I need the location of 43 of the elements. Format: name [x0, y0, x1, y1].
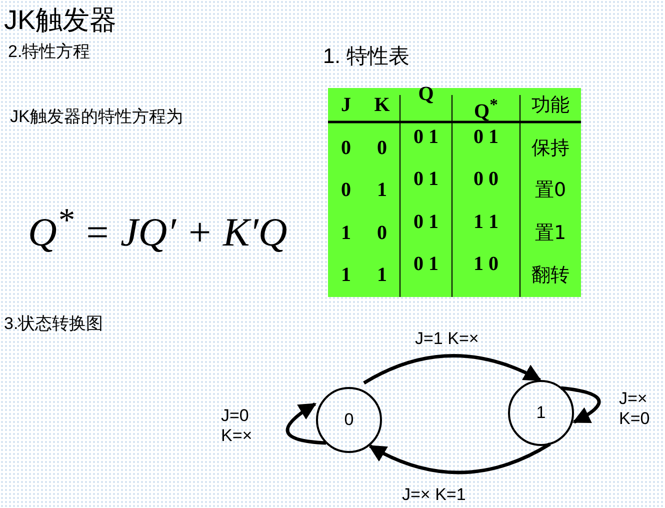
table-cell-text: 置0: [534, 179, 568, 201]
table-cell-text: 0: [376, 222, 388, 244]
table-cell-text: 0: [340, 179, 352, 201]
table-cell-text: 置1: [534, 222, 568, 244]
transition-arrow: [368, 442, 551, 474]
table-cell-text: 0: [340, 137, 352, 159]
column-header: Q: [417, 83, 435, 105]
section-heading: 2.特性方程: [8, 41, 90, 63]
table-cell-text: 1: [340, 264, 352, 286]
table-cell-text: 保持: [530, 137, 570, 159]
section-heading: 1. 特性表: [323, 44, 410, 70]
state-circle: [508, 380, 574, 446]
table-cell-text: 翻转: [530, 264, 570, 286]
edge-label: J=× K=1: [402, 485, 466, 505]
table-cell-text: 1: [340, 222, 352, 244]
table-cell-text: 1: [376, 179, 388, 201]
table-cell-text: 0 1: [412, 211, 440, 233]
table-cell-text: 0 1: [472, 126, 500, 148]
edge-label: J=0 K=×: [221, 406, 254, 446]
table-cell-text: 0: [376, 137, 388, 159]
table-cell-text: 0 1: [412, 126, 440, 148]
equation: Q$^{*}$ = JQ′ + K′Q: [28, 202, 288, 256]
edge-label: J=1 K=×: [415, 329, 479, 349]
column-header: K: [373, 94, 391, 116]
self-loop-arrow: [286, 402, 326, 445]
table-cell-text: 1 1: [472, 211, 500, 233]
edge-label: J=× K=0: [619, 389, 651, 429]
state-circle: [316, 387, 382, 453]
column-header: Q$^{*}$: [473, 94, 499, 123]
table-cell-text: 0 1: [412, 168, 440, 190]
transition-arrow: [363, 354, 542, 385]
column-header: J: [340, 94, 352, 116]
column-header: 功能: [530, 94, 570, 116]
table-cell-text: 0 1: [412, 253, 440, 275]
table-cell-text: 1 0: [472, 253, 500, 275]
state-label: 1: [536, 403, 546, 423]
title: JK触发器: [4, 4, 117, 37]
table-cell-text: 0 0: [472, 168, 500, 190]
self-loop-arrow: [560, 386, 601, 424]
section-heading: 3.状态转换图: [4, 313, 104, 335]
text: JK触发器的特性方程为: [10, 106, 183, 128]
table-cell-text: 1: [376, 264, 388, 286]
state-label: 0: [344, 410, 354, 430]
